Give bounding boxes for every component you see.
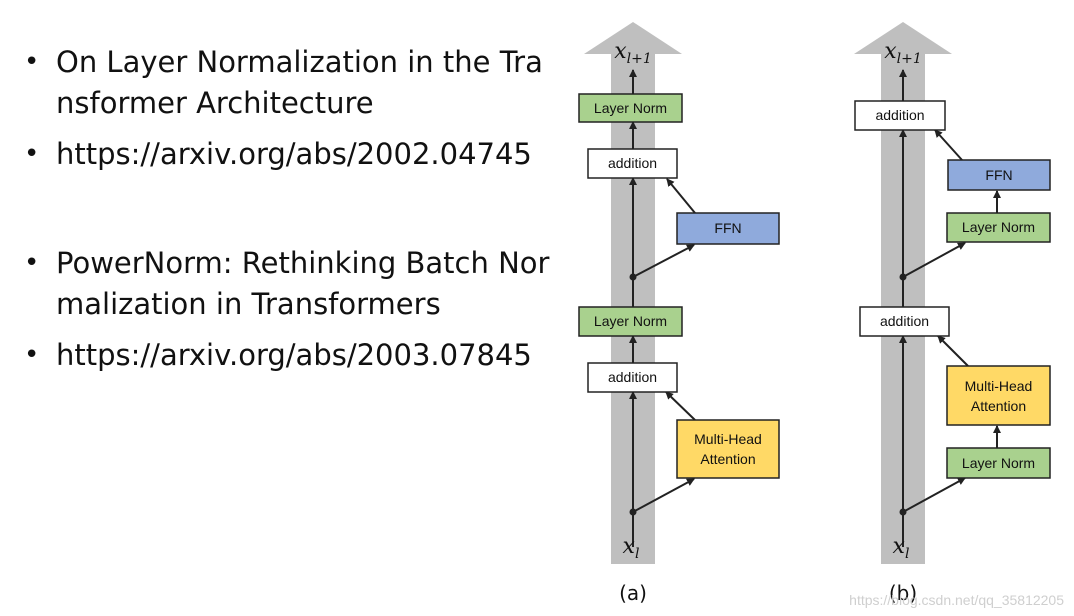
ffn-a-label: FFN — [714, 220, 741, 236]
branch-to-attention-a — [632, 478, 695, 513]
layer-norm-attention-b — [946, 447, 1051, 479]
caption-a: (a) — [619, 581, 647, 605]
reference-url-1: https://arxiv.org/abs/2002.04745 — [24, 134, 554, 175]
residual-arrowhead-a — [584, 22, 682, 54]
reference-url-2: https://arxiv.org/abs/2003.07845 — [24, 335, 554, 376]
caption-b: (b) — [889, 581, 917, 605]
reference-title-1: On Layer Normalization in the Transforme… — [24, 42, 554, 124]
output-label-a: xl+1 — [614, 39, 652, 67]
residual-arrowhead-b — [854, 22, 952, 54]
attention-a-label-1: Multi-Head — [694, 431, 762, 447]
addition-top-b-label: addition — [875, 107, 924, 123]
ffn-b-label: FFN — [985, 167, 1012, 183]
ffn-to-add-a — [666, 178, 696, 214]
attention-a — [676, 419, 780, 479]
addition-bottom-a-label: addition — [608, 369, 657, 385]
addition-top-a — [587, 148, 678, 179]
layer-norm-ffn-b — [946, 212, 1051, 243]
output-label-b: xl+1 — [884, 39, 922, 67]
panel-a: Layer Norm addition FFN Layer Norm addit… — [578, 22, 780, 605]
panel-b: addition FFN Layer Norm addition Multi-H… — [854, 22, 1051, 605]
attention-b-label-2: Attention — [971, 398, 1026, 414]
layer-norm-top-a — [578, 93, 683, 123]
addition-bottom-a — [587, 362, 678, 393]
attention-to-add-a — [665, 391, 696, 421]
watermark: https://blog.csdn.net/qq_35812205 — [849, 592, 1064, 608]
addition-top-b — [854, 100, 946, 131]
ffn-to-add-b — [934, 129, 963, 161]
layer-norm-top-a-label: Layer Norm — [594, 100, 667, 116]
reference-list: On Layer Normalization in the Transforme… — [24, 42, 554, 376]
ffn-b — [947, 159, 1051, 191]
layer-norm-ffn-b-label: Layer Norm — [962, 219, 1035, 235]
input-label-b: xl — [893, 534, 910, 562]
layer-norm-mid-a-label: Layer Norm — [594, 313, 667, 329]
attention-a-label-2: Attention — [700, 451, 755, 467]
attention-b — [946, 365, 1051, 426]
reference-title-2: PowerNorm: Rethinking Batch Normalizatio… — [24, 243, 554, 325]
addition-bottom-b — [859, 306, 950, 337]
attention-b-label-1: Multi-Head — [965, 378, 1033, 394]
input-label-a: xl — [623, 534, 640, 562]
branch-to-norm-b-bottom — [902, 477, 966, 513]
addition-top-a-label: addition — [608, 155, 657, 171]
layer-norm-mid-a — [578, 306, 683, 337]
branch-to-ffn-a — [632, 244, 695, 278]
branch-to-norm-b-top — [902, 242, 966, 278]
layer-norm-attention-b-label: Layer Norm — [962, 455, 1035, 471]
addition-bottom-b-label: addition — [880, 313, 929, 329]
ffn-a — [676, 212, 780, 245]
attention-to-add-b — [937, 335, 969, 367]
